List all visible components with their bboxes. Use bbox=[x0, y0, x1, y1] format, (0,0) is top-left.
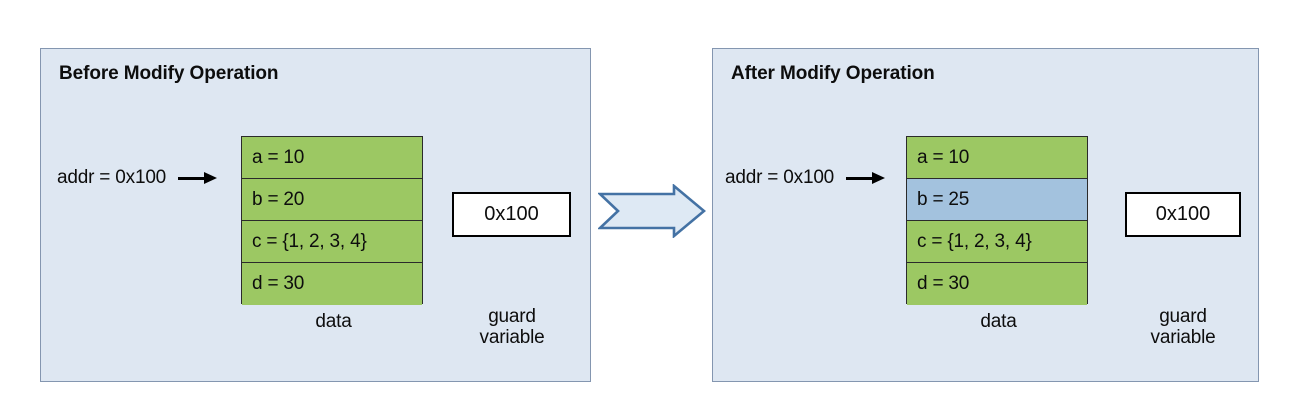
struct-field-c-text: c = {1, 2, 3, 4} bbox=[252, 230, 367, 252]
guard-caption-line1: guard bbox=[1159, 306, 1207, 327]
struct-field-d-text: d = 30 bbox=[917, 273, 970, 294]
addr-label-text: addr = 0x100 bbox=[725, 167, 835, 188]
panel-before-title: Before Modify Operation bbox=[59, 63, 279, 84]
struct-field-b: b = 20 bbox=[242, 179, 422, 221]
guard-caption-after: guard variable bbox=[1120, 306, 1246, 349]
struct-field-b: b = 25 bbox=[907, 179, 1087, 221]
panel-before-modify: Before Modify Operation addr = 0x100 a =… bbox=[40, 48, 591, 382]
struct-field-a-text: a = 10 bbox=[252, 146, 305, 168]
struct-field-a-text: a = 10 bbox=[917, 146, 970, 168]
panel-after-modify: After Modify Operation addr = 0x100 a = … bbox=[712, 48, 1259, 382]
guard-variable-box-after: 0x100 bbox=[1125, 192, 1241, 237]
guard-caption-line2: variable bbox=[1150, 327, 1216, 349]
guard-caption-line2: variable bbox=[479, 327, 545, 349]
guard-caption-before: guard variable bbox=[449, 306, 575, 349]
struct-field-a: a = 10 bbox=[242, 137, 422, 179]
struct-field-d-text: d = 30 bbox=[252, 273, 305, 294]
struct-field-c-text: c = {1, 2, 3, 4} bbox=[917, 230, 1032, 252]
addr-label-text: addr = 0x100 bbox=[57, 167, 167, 188]
struct-field-c: c = {1, 2, 3, 4} bbox=[242, 221, 422, 263]
struct-field-b-text: b = 20 bbox=[252, 188, 305, 210]
guard-variable-value: 0x100 bbox=[1155, 203, 1211, 225]
pointer-label-before: addr = 0x100 bbox=[57, 167, 218, 189]
struct-caption-before: data bbox=[315, 311, 352, 332]
struct-field-a: a = 10 bbox=[907, 137, 1087, 179]
guard-variable-box-before: 0x100 bbox=[452, 192, 571, 237]
pointer-label-after: addr = 0x100 bbox=[725, 167, 886, 189]
panel-after-title: After Modify Operation bbox=[731, 63, 935, 84]
struct-field-d: d = 30 bbox=[907, 263, 1087, 305]
guard-caption-line1: guard bbox=[488, 306, 536, 327]
guard-variable-value: 0x100 bbox=[484, 203, 539, 225]
arrow-right-icon bbox=[846, 171, 886, 185]
struct-field-b-text: b = 25 bbox=[917, 188, 970, 210]
struct-caption-after: data bbox=[980, 311, 1017, 332]
struct-field-d: d = 30 bbox=[242, 263, 422, 305]
struct-field-c: c = {1, 2, 3, 4} bbox=[907, 221, 1087, 263]
struct-box-before: a = 10 b = 20 c = {1, 2, 3, 4} d = 30 bbox=[241, 136, 423, 305]
block-arrow-right-icon bbox=[598, 184, 706, 238]
arrow-right-icon bbox=[178, 171, 218, 185]
struct-box-after: a = 10 b = 25 c = {1, 2, 3, 4} d = 30 bbox=[906, 136, 1088, 305]
